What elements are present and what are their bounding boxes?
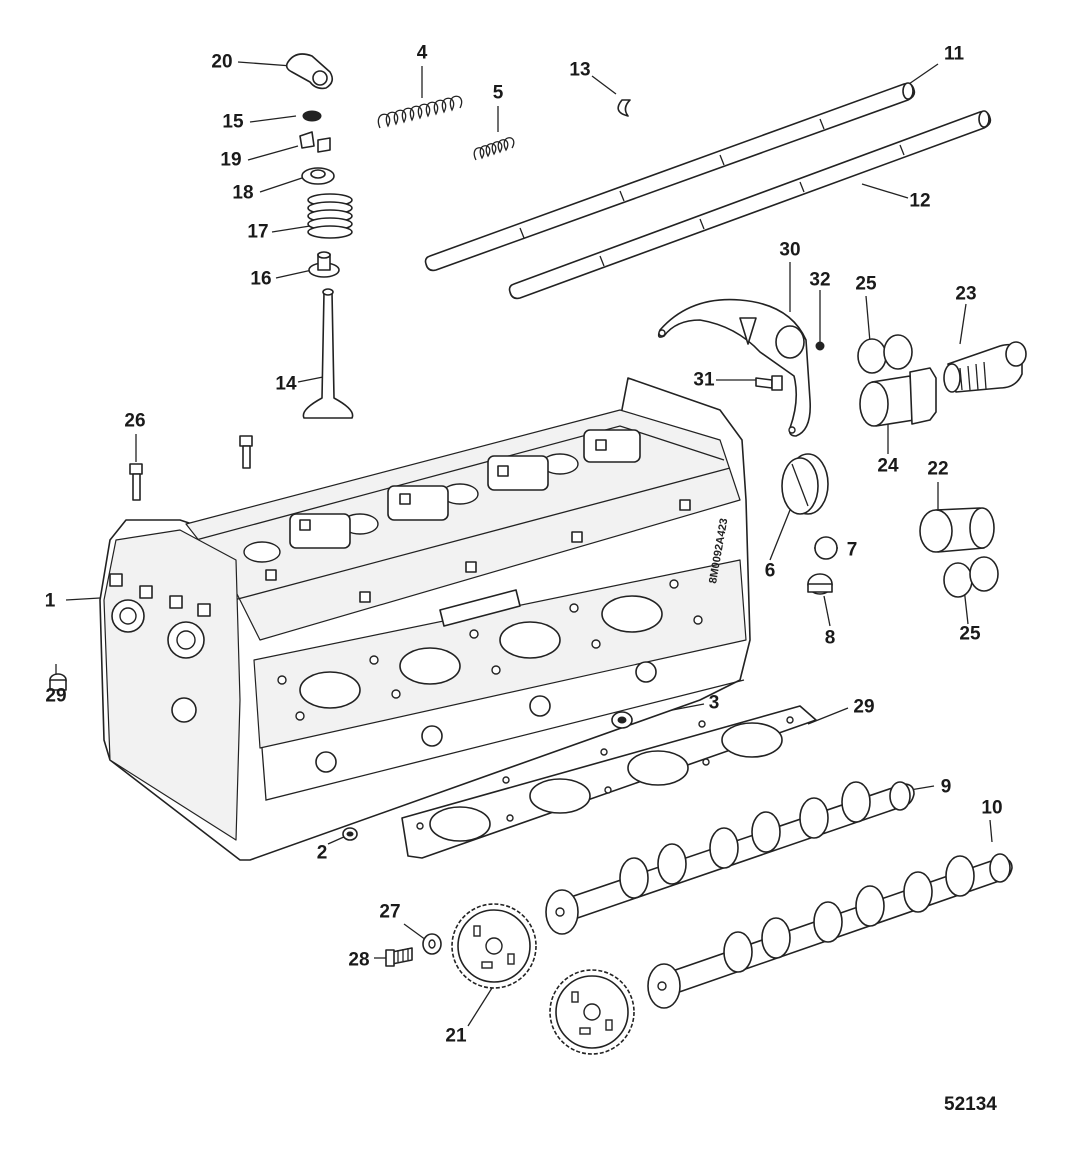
- valve-stem-seal-16: [308, 251, 340, 278]
- valve-retainer-18: [301, 167, 335, 185]
- callout-3: 3: [708, 692, 720, 714]
- cam-plug-6: [781, 453, 829, 515]
- callout-11: 11: [943, 43, 965, 65]
- gasket-29: [401, 705, 817, 859]
- bolt-26-a: [129, 463, 143, 501]
- leader-lines: [55, 61, 993, 1027]
- callout-22: 22: [927, 458, 949, 480]
- callout-13: 13: [569, 59, 591, 81]
- plug-2: [342, 827, 358, 841]
- cylinder-head-1: 8M0092A423: [99, 377, 751, 861]
- callout-27: 27: [379, 901, 401, 923]
- bolt-26-b: [239, 435, 253, 469]
- bolt-32: [755, 375, 783, 391]
- fitting-24: [859, 367, 937, 427]
- plug-30: [49, 673, 67, 691]
- spring-5: [473, 137, 515, 161]
- callout-2: 2: [316, 842, 328, 864]
- o-rings-25-bottom: [943, 556, 999, 598]
- fitting-22: [919, 507, 995, 553]
- callout-23: 23: [955, 283, 977, 305]
- callout-17: 17: [247, 221, 269, 243]
- callout-12: 12: [909, 190, 931, 212]
- valve-seal-15: [302, 110, 322, 122]
- callout-19: 19: [220, 149, 242, 171]
- valve-14: [302, 288, 354, 419]
- callout-1: 1: [44, 590, 56, 612]
- figure-id: 52134: [944, 1094, 997, 1115]
- callout-14: 14: [275, 373, 297, 395]
- callout-32: 31: [693, 369, 715, 391]
- plug-3: [611, 711, 633, 729]
- callout-31: 30: [779, 239, 801, 261]
- callout-25-bottom: 25: [959, 623, 981, 645]
- snap-ring-13: [617, 99, 631, 117]
- callout-30: 29: [45, 685, 67, 707]
- bracket-31: [657, 298, 812, 437]
- callout-33: 32: [809, 269, 831, 291]
- callout-9: 9: [940, 776, 952, 798]
- sprocket-21-b: [549, 969, 635, 1055]
- callout-25-top: 25: [855, 273, 877, 295]
- camshaft-9: [545, 781, 915, 935]
- callout-7: 7: [846, 539, 858, 561]
- valve-spring-17: [307, 193, 353, 239]
- callout-8: 8: [824, 627, 836, 649]
- callout-10: 10: [981, 797, 1003, 819]
- callout-4: 4: [416, 42, 428, 64]
- plug-7: [814, 536, 838, 560]
- callout-18: 18: [232, 182, 254, 204]
- callout-5: 5: [492, 82, 504, 104]
- camshaft-10: [647, 853, 1013, 1009]
- valve-keepers-19: [299, 131, 331, 153]
- callout-15: 15: [222, 111, 244, 133]
- o-rings-25-top: [857, 334, 913, 374]
- rod-12: [508, 110, 992, 300]
- callout-29: 29: [853, 696, 875, 718]
- washer-27: [422, 933, 442, 955]
- plug-8: [807, 573, 833, 595]
- elbow-fitting-23: [943, 341, 1027, 393]
- sprocket-21-a: [451, 903, 537, 989]
- callout-21: 21: [445, 1025, 467, 1047]
- rocker-arm-20: [285, 53, 334, 90]
- callout-20: 20: [211, 51, 233, 73]
- callout-6: 6: [764, 560, 776, 582]
- rod-11: [424, 82, 916, 272]
- bolt-28: [385, 947, 413, 967]
- callout-16: 16: [250, 268, 272, 290]
- callout-26: 26: [124, 410, 146, 432]
- nut-33: [815, 341, 825, 351]
- callout-28: 28: [348, 949, 370, 971]
- callout-24: 24: [877, 455, 899, 477]
- spring-4: [377, 95, 463, 129]
